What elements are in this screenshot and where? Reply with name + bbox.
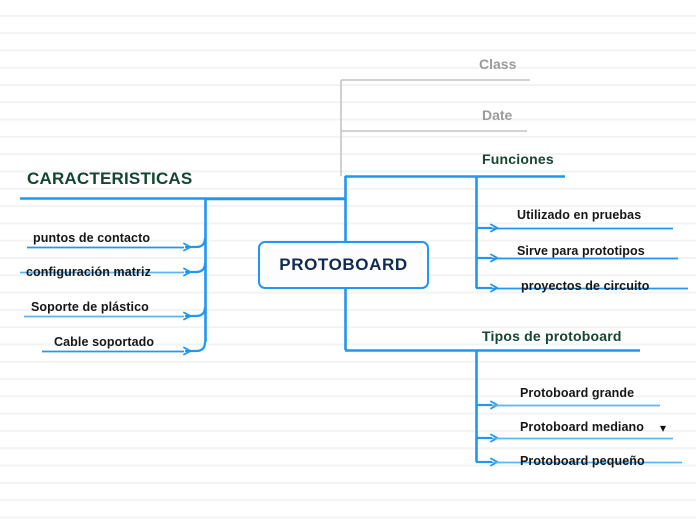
leaf-label-puntos-de-contacto[interactable]: puntos de contacto [33,231,151,245]
text-caret-icon: ▾ [660,421,667,435]
leaf-label-soporte-de-plastico[interactable]: Soporte de plástico [31,300,149,314]
leaf-label-utilizado-en-pruebas[interactable]: Utilizado en pruebas [517,208,642,222]
central-node-label: PROTOBOARD [279,255,408,274]
leaf-label-protoboard-pequeno[interactable]: Protoboard pequeño [520,454,645,468]
leaf-label-sirve-para-prototipos[interactable]: Sirve para prototipos [517,244,645,258]
branch-connector-tipos [345,349,682,467]
leaf-label-proyectos-de-circuito[interactable]: proyectos de circuito [521,279,650,293]
leaf-label-cable-soportado[interactable]: Cable soportado [54,335,155,349]
leaf-label-protoboard-mediano[interactable]: Protoboard mediano [520,420,645,434]
header-placeholder-connectors [340,79,530,176]
branch-connector-caracteristicas [20,197,345,356]
branch-connector-funciones [345,175,688,293]
branch-title-funciones[interactable]: Funciones [482,151,554,167]
branch-title-tipos[interactable]: Tipos de protoboard [482,328,622,344]
branch-title-caracteristicas[interactable]: CARACTERISTICAS [27,169,193,188]
header-field-date[interactable]: Date [482,107,513,123]
leaf-label-configuracion-matriz[interactable]: configuración matriz [26,265,151,279]
leaf-label-protoboard-grande[interactable]: Protoboard grande [520,386,635,400]
central-node[interactable]: PROTOBOARD [258,241,429,289]
header-field-class[interactable]: Class [479,56,517,72]
